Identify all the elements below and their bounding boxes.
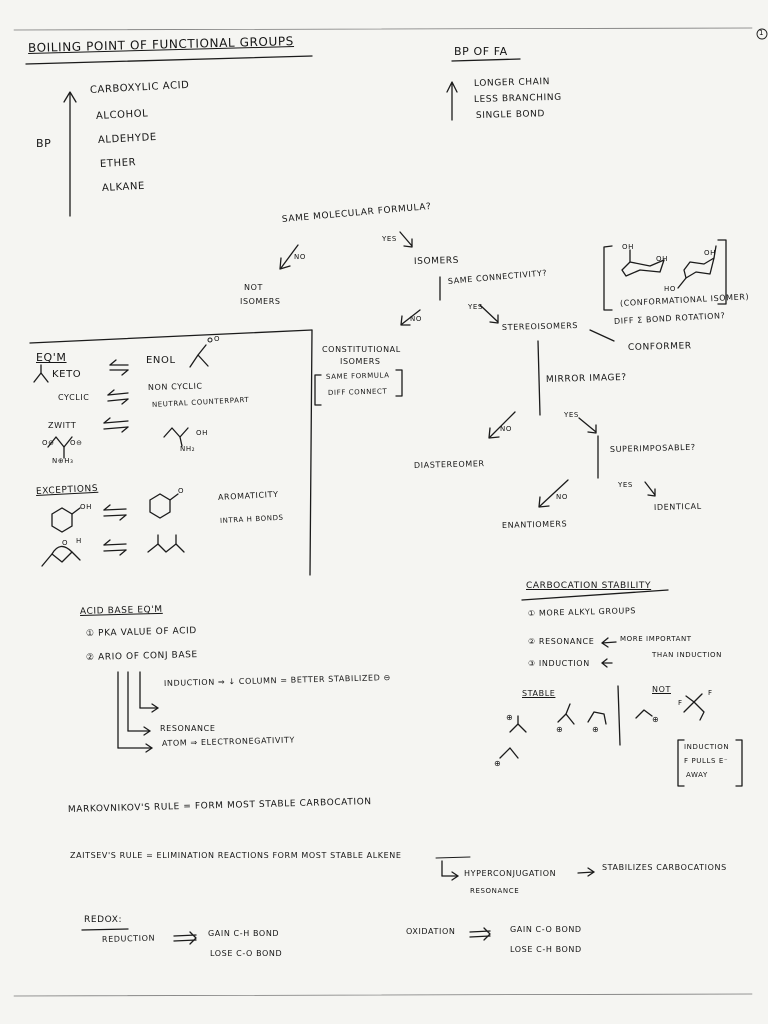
exceptions-label: OH xyxy=(80,503,92,511)
resonance-note: Resonance xyxy=(470,887,520,895)
conformer-node: Conformer xyxy=(627,341,692,353)
oxidation-item: Lose C-H bond xyxy=(510,945,582,954)
eqm-label: NH₂ xyxy=(180,445,196,453)
oxidation-label: Oxidation xyxy=(406,927,456,936)
tree-no: No xyxy=(410,315,422,323)
hyperconjugation: Hyperconjugation xyxy=(464,869,557,878)
ario-sub: Resonance xyxy=(160,724,216,733)
exceptions-label: O xyxy=(62,539,69,547)
carbocation-charge: ⊕ xyxy=(506,713,514,722)
fa-item: Single bond xyxy=(475,109,546,121)
eqm-left: Keto xyxy=(52,369,82,380)
carbocation-charge: ⊕ xyxy=(652,715,660,724)
enantiomers-node: Enantiomers xyxy=(501,519,568,530)
carbocation-atom: F xyxy=(678,699,683,707)
eqm-right: Non cyclic xyxy=(147,381,203,392)
carbocation-note: More important xyxy=(620,635,692,643)
reduction-item: Gain C-H bond xyxy=(208,929,280,938)
carbocation-title: Carbocation stability xyxy=(526,581,652,591)
isomers-node: Isomers xyxy=(413,255,460,267)
chair-label: OH xyxy=(622,243,634,251)
eqm-right: Enol xyxy=(146,355,176,366)
stabilizes-carbocations: Stabilizes carbocations xyxy=(602,863,727,872)
eqm-label: O⊖ xyxy=(70,439,83,447)
eqm-label: O⊖ xyxy=(42,439,55,447)
constitutional-isomers: isomers xyxy=(340,357,381,366)
reduction-item: Lose C-O bond xyxy=(210,949,283,958)
eqm-title: EQ'M xyxy=(36,351,67,364)
eqm-label: O xyxy=(214,335,221,343)
not-isomers: isomers xyxy=(240,297,281,306)
induction-box: Induction xyxy=(684,743,730,751)
stable-label: Stable xyxy=(522,689,556,698)
zaitsev-prefix: Zaitsev's rule = elimination reactions f… xyxy=(70,851,327,860)
tree-yes: Yes xyxy=(618,481,633,489)
exceptions-label: H xyxy=(76,537,82,545)
oxidation-item: Gain C-O bond xyxy=(510,925,582,934)
page-number: 1 xyxy=(759,29,765,37)
tree-no: No xyxy=(556,493,568,501)
bp-fa-title: BP of FA xyxy=(454,45,508,58)
zaitsev-suffix: alkene xyxy=(366,851,402,860)
carbocation-charge: ⊕ xyxy=(592,725,600,734)
zaitsev-stable: stable xyxy=(330,851,364,860)
redox-title: Redox: xyxy=(84,915,123,925)
chair-label: HO xyxy=(664,285,676,293)
not-label: Not xyxy=(652,685,671,694)
constitutional-isomers: Constitutional xyxy=(322,345,401,354)
tree-yes: Yes xyxy=(382,235,397,243)
identical-node: Identical xyxy=(653,501,702,512)
fg-item: Ether xyxy=(99,157,137,170)
carbocation-note: than induction xyxy=(652,651,722,659)
tree-yes: Yes xyxy=(468,303,483,311)
exceptions-label: O xyxy=(178,487,185,495)
bp-axis-label: BP xyxy=(36,137,52,150)
reduction-label: Reduction xyxy=(101,933,156,944)
not-isomers: Not xyxy=(244,283,263,292)
carbocation-item: ② Resonance xyxy=(528,637,595,646)
eqm-left: Zwitt xyxy=(48,421,77,430)
carbocation-charge: ⊕ xyxy=(494,759,502,768)
tree-yes: Yes xyxy=(564,411,579,419)
chair-label: OH xyxy=(704,249,716,257)
chair-label: OH xyxy=(656,255,668,263)
eqm-left: Cyclic xyxy=(58,393,90,402)
eqm-label: N⊕H₃ xyxy=(52,457,74,465)
eqm-label: OH xyxy=(196,429,208,437)
induction-box: F pulls e⁻ xyxy=(684,757,729,765)
carbocation-atom: F xyxy=(708,689,713,697)
zaitsev-rule: Zaitsev's rule = elimination reactions f… xyxy=(70,852,402,860)
carbocation-item: ③ Induction xyxy=(528,659,590,668)
induction-box: away xyxy=(686,771,708,779)
carbocation-charge: ⊕ xyxy=(556,725,564,734)
tree-no: No xyxy=(294,253,306,261)
tree-no: No xyxy=(500,425,512,433)
